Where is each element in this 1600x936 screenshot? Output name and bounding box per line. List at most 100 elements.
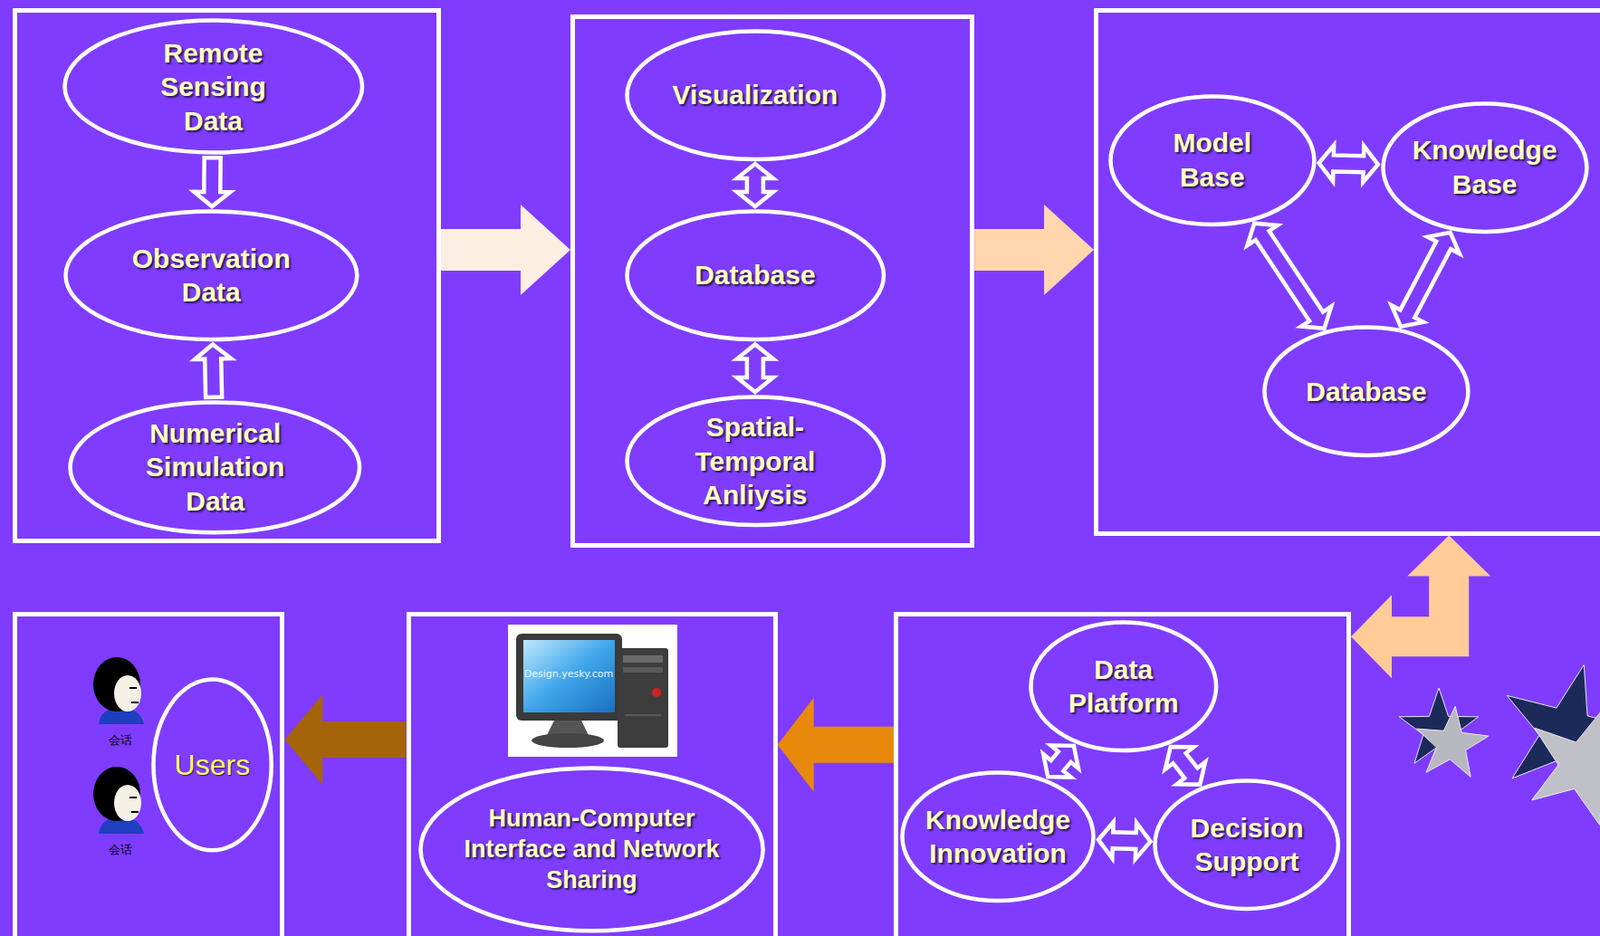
node-text: Decision Support: [1188, 811, 1306, 880]
person-hair: [93, 766, 141, 822]
computer-icon: [507, 624, 678, 757]
node-text: Knowledge Base: [1410, 133, 1560, 202]
node-text: Users: [174, 747, 251, 784]
node-text: Human-Computer Interface and Network Sha…: [462, 804, 722, 896]
drive-bay: [622, 667, 663, 673]
ellipse-node: Numerical Simulation Data: [67, 400, 363, 536]
panel-box: VisualizationDatabaseSpatial- Temporal A…: [570, 14, 975, 548]
ellipse-shape: [153, 680, 271, 852]
ellipse-node: Database: [1262, 325, 1471, 458]
panel-box: Users: [12, 612, 286, 936]
person-face: [114, 785, 142, 822]
power-light: [651, 688, 662, 698]
ellipse-node: Users: [151, 677, 274, 853]
monitor-bezel: [516, 633, 623, 721]
ellipse-outline: [1380, 101, 1590, 234]
ellipse-node: Spatial- Temporal Anliysis: [624, 394, 886, 527]
block-arrow: [974, 204, 1094, 296]
node-text: Knowledge Innovation: [923, 803, 1073, 872]
person-icon: [93, 657, 144, 725]
label-text: 会话: [108, 733, 133, 748]
node-text: Database: [1305, 374, 1427, 410]
node-text: Observation Data: [130, 241, 293, 310]
ellipse-node: Decision Support: [1152, 778, 1341, 911]
ellipse-node: Database: [624, 209, 886, 342]
label-text: 会话: [108, 843, 133, 857]
ellipse-node: Knowledge Base: [1380, 101, 1590, 234]
block-arrow: [284, 694, 406, 786]
panel-box: Remote Sensing DataObservation DataNumer…: [12, 8, 441, 544]
ellipse-shape: [626, 30, 883, 159]
tower-line: [624, 714, 662, 717]
node-text: Database: [694, 258, 815, 293]
block-arrow: [777, 698, 894, 793]
monitor-base: [531, 733, 604, 748]
node-text: Remote Sensing Data: [159, 36, 269, 139]
person-face: [114, 675, 142, 712]
ellipse-shape: [421, 768, 764, 932]
ellipse-shape: [70, 402, 361, 533]
caption-label: 会话: [108, 842, 133, 859]
person-icon: [93, 766, 144, 834]
ellipse-node: Observation Data: [63, 209, 360, 342]
ellipse-outline: [900, 770, 1096, 903]
ellipse-shape: [64, 20, 363, 154]
computer-tower: [617, 648, 669, 748]
block-arrow: [1043, 745, 1079, 777]
block-arrow: [193, 157, 230, 207]
ellipse-node: Human-Computer Interface and Network Sha…: [418, 766, 766, 934]
block-arrow: [1350, 536, 1491, 680]
person-eye: [129, 796, 137, 799]
block-arrow: [1391, 232, 1460, 327]
caption-label: Design.yesky.com: [524, 668, 614, 681]
block-arrow: [737, 344, 774, 393]
ellipse-node: Knowledge Innovation: [900, 770, 1096, 903]
person-eye: [129, 687, 137, 690]
monitor-screen: [523, 640, 615, 713]
ellipse-shape: [1155, 780, 1339, 909]
node-text: Numerical Simulation Data: [143, 416, 287, 519]
star-decoration: [1398, 664, 1600, 825]
person-mouth: [131, 811, 139, 814]
icon-ground: [507, 624, 678, 757]
ellipse-outline: [1108, 94, 1317, 227]
ellipse-node: Data Platform: [1028, 620, 1219, 753]
ellipse-shape: [1030, 622, 1217, 751]
caption-label: 会话: [108, 732, 133, 749]
star-shape: [1532, 708, 1600, 825]
ellipse-shape: [626, 397, 883, 526]
drive-bay: [622, 655, 663, 663]
ellipse-shape: [1382, 103, 1587, 231]
block-arrow: [194, 344, 231, 397]
monitor-stand: [546, 720, 589, 736]
ellipse-shape: [65, 211, 357, 340]
star-shape: [1417, 706, 1489, 777]
ellipse-shape: [626, 211, 883, 340]
ellipse-outline: [1152, 778, 1341, 911]
ellipse-shape: [1264, 327, 1468, 456]
person-mouth: [131, 701, 139, 704]
ellipse-node: Model Base: [1108, 94, 1317, 227]
block-arrow: [1319, 144, 1379, 183]
ellipse-shape: [1110, 95, 1314, 224]
ellipse-node: Visualization: [624, 28, 886, 162]
label-text: Design.yesky.com: [524, 668, 614, 681]
panel-box: Human-Computer Interface and Network Sha…: [406, 612, 778, 936]
ellipse-shape: [902, 772, 1094, 901]
block-arrow: [1165, 747, 1206, 786]
ellipse-node: Remote Sensing Data: [62, 18, 365, 155]
person-hair: [93, 657, 141, 712]
block-arrow: [1098, 822, 1151, 860]
ellipse-outline: [1028, 620, 1219, 753]
block-arrow: [440, 204, 571, 296]
node-text: Data Platform: [1066, 652, 1180, 721]
block-arrow: [1246, 223, 1332, 329]
node-text: Spatial- Temporal Anliysis: [693, 410, 817, 513]
panel-box: Model Base Knowledge BaseDatabase: [1093, 8, 1600, 537]
node-text: Visualization: [671, 77, 838, 113]
ellipse-outline: [63, 209, 360, 342]
node-text: Model Base: [1171, 125, 1254, 194]
block-arrow: [737, 163, 774, 207]
panel-box: Data PlatformKnowledge Innovation Decisio…: [893, 612, 1351, 936]
